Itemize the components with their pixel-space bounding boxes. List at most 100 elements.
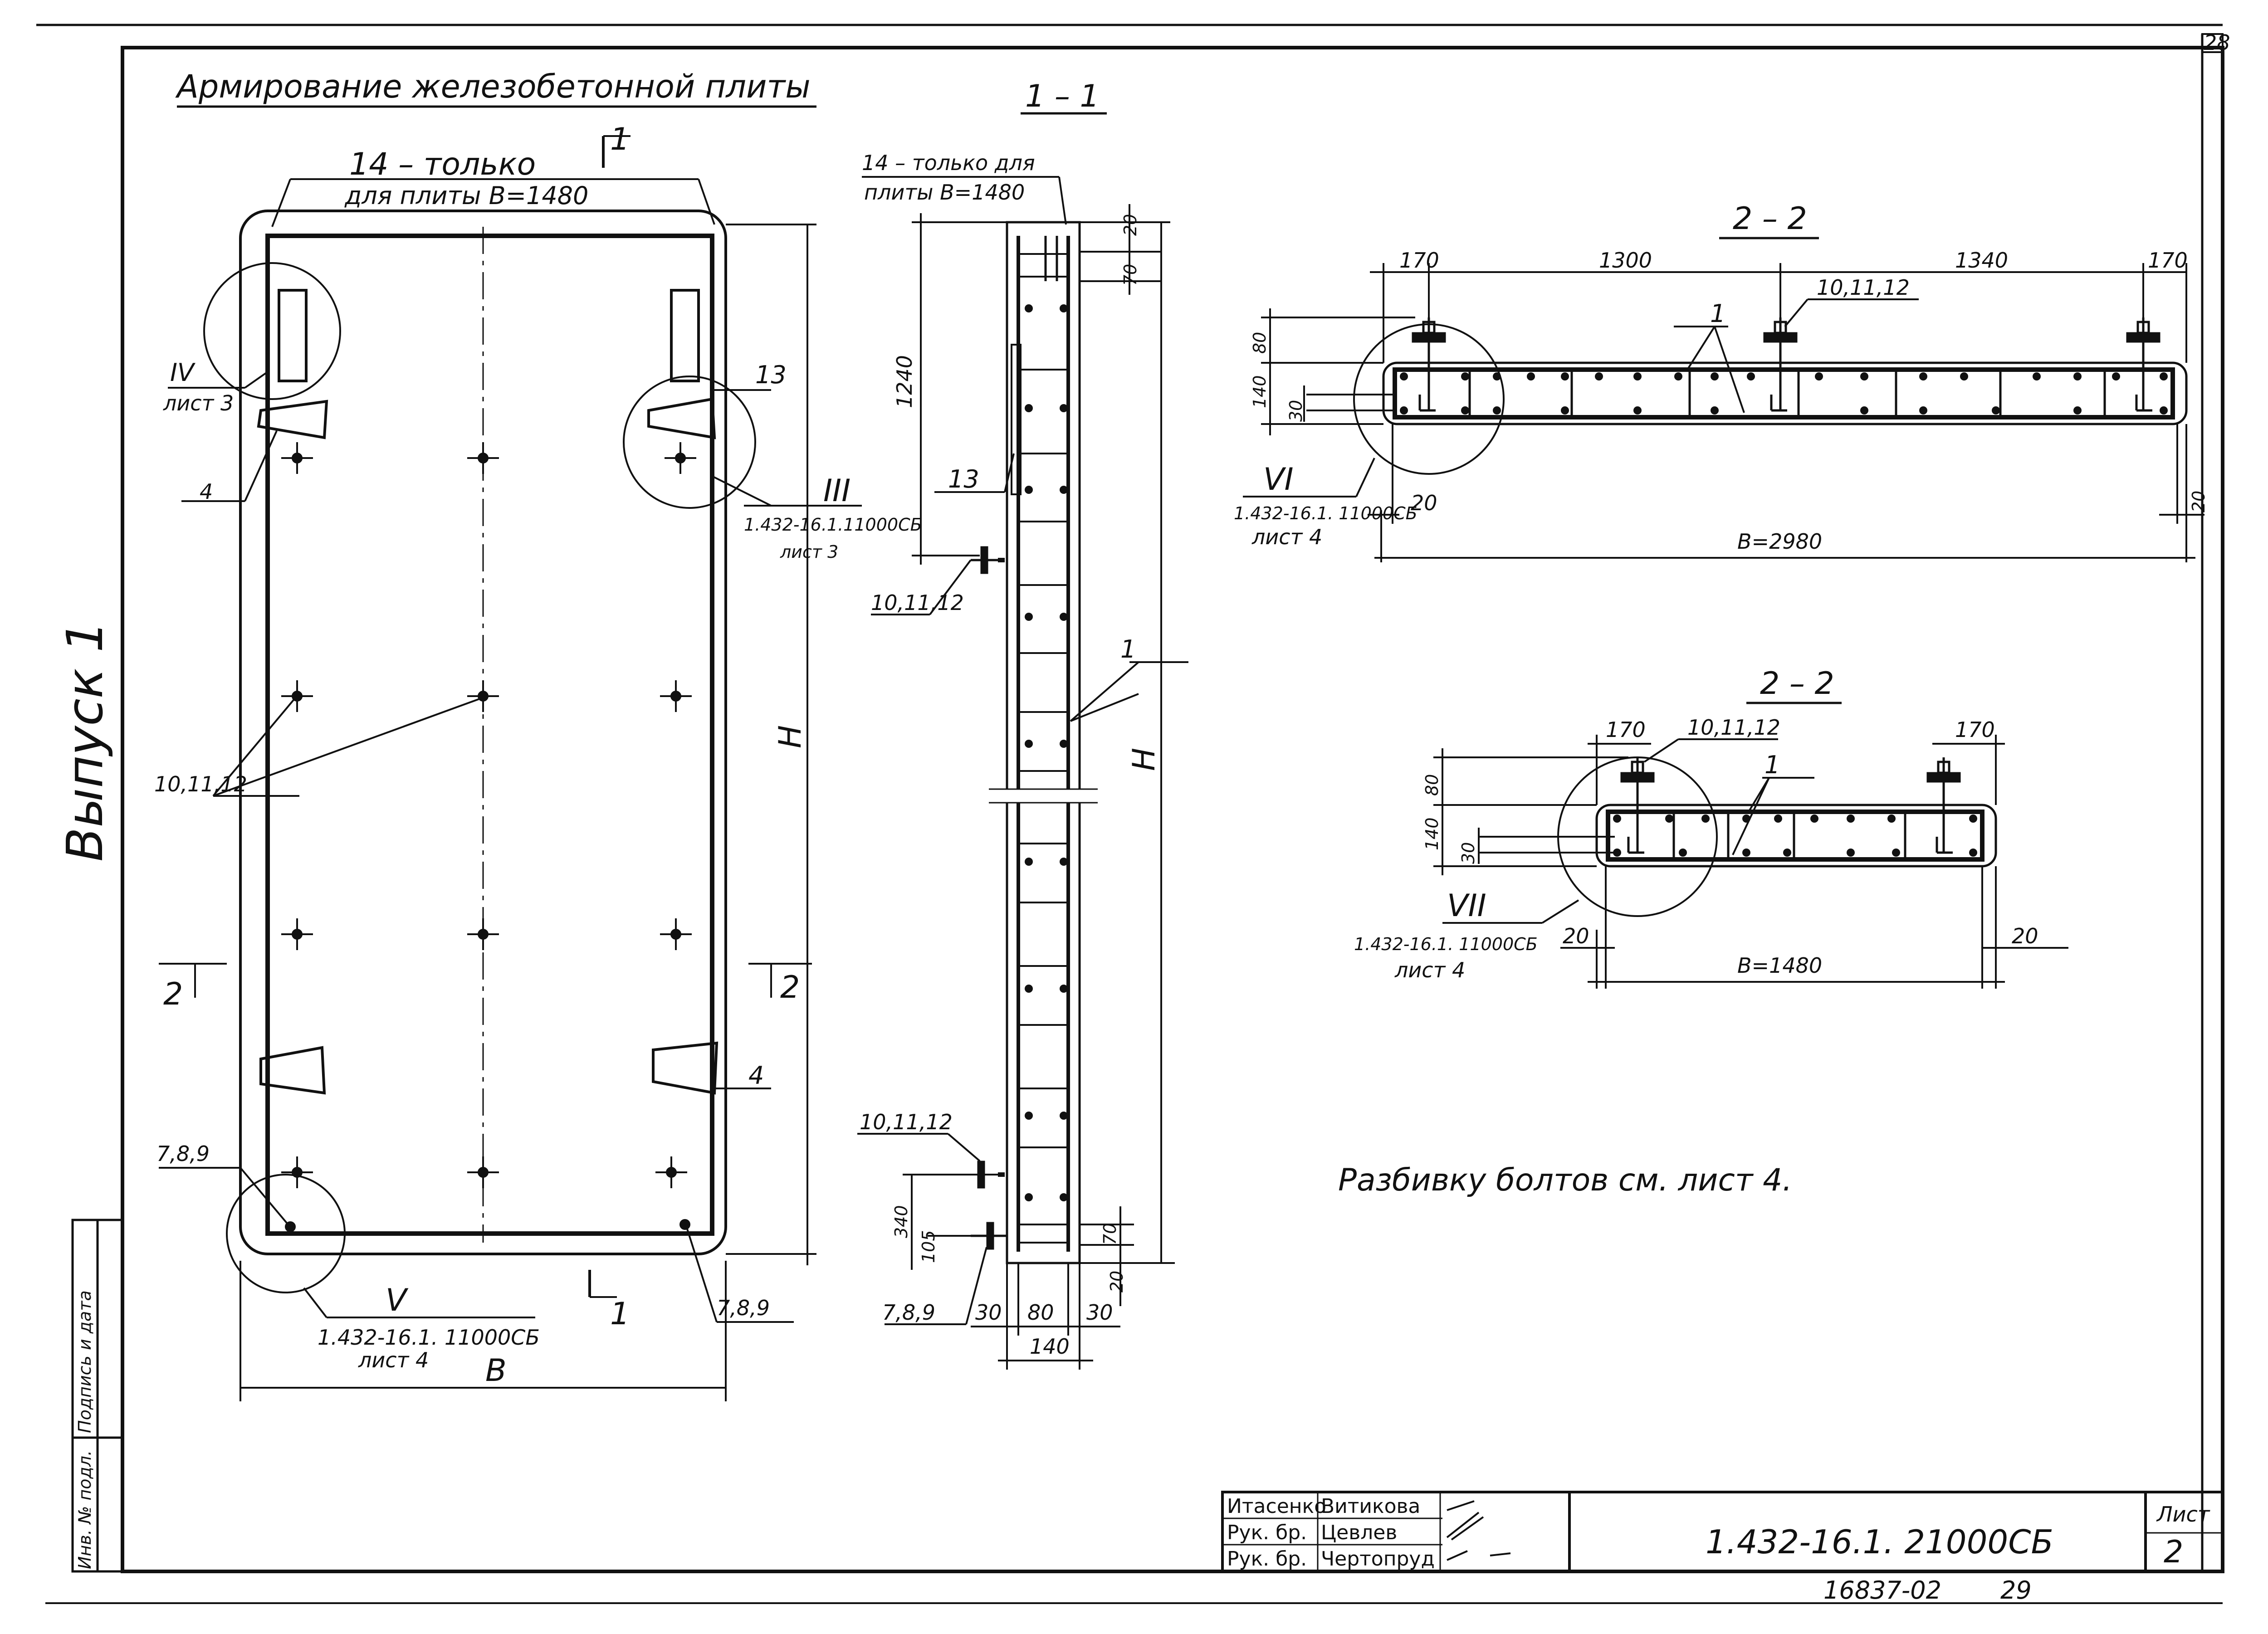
title-block xyxy=(1221,1491,2224,1573)
plan-dim-H: Н xyxy=(772,725,808,748)
sec22L-dim-20b: 20 xyxy=(2189,491,2209,512)
sec11-dim-105: 105 xyxy=(919,1230,938,1263)
section-2-2-small-dims xyxy=(1433,735,2068,989)
sec11-note-14: 14 – только для xyxy=(862,151,1035,175)
section-2-2-large-dots xyxy=(1400,372,2168,415)
section-2-2-large-label: 2 – 2 xyxy=(1733,201,1807,237)
sec22S-callout-VII: VII xyxy=(1447,888,1486,924)
sec22S-callout-VII-sheet: лист 4 xyxy=(1394,958,1465,982)
sec22S-pos-1: 1 xyxy=(1765,751,1780,779)
bolt-mark xyxy=(281,442,313,474)
side-issue-label: Выпуск 1 xyxy=(56,621,114,862)
section-1-1-dims xyxy=(857,176,1188,1370)
sec11-dim-20-bot: 20 xyxy=(1107,1271,1127,1293)
sec22L-dim-B: B=2980 xyxy=(1737,529,1822,554)
sec11-dim-1240: 1240 xyxy=(892,355,917,408)
section-1-1 xyxy=(903,221,1098,1264)
strip-inv-label: Инв. № подл. xyxy=(75,1450,95,1569)
plan-note-14-b: для плиты B=1480 xyxy=(344,181,588,210)
sec22L-dim-170a: 170 xyxy=(1399,248,1439,273)
sec11-dim-30a: 30 xyxy=(975,1300,1002,1325)
bolt-mark xyxy=(467,680,499,712)
bottom-archive-number: 16837-02 xyxy=(1823,1576,1941,1605)
plan-cut-1-bottom: 1 xyxy=(610,1296,630,1332)
bolt-mark xyxy=(679,1219,690,1230)
section-1-1-dots xyxy=(1025,304,1068,1201)
section-2-2-small-dots xyxy=(1613,815,1977,857)
tb-sheet-label: Лист xyxy=(2156,1502,2210,1527)
plan-pos-789b: 7,8,9 xyxy=(717,1296,770,1320)
tb-row3-name: Чертопруд xyxy=(1321,1547,1435,1571)
sec11-dim-30b: 30 xyxy=(1086,1300,1113,1325)
slab-outline xyxy=(239,210,727,1255)
sec22L-pos-1: 1 xyxy=(1710,299,1725,328)
section-2-2-large xyxy=(1353,323,2188,475)
bolt-mark xyxy=(660,918,692,950)
drawing-title: Армирование железобетонной плиты xyxy=(175,68,811,105)
bolt-mark xyxy=(467,1156,499,1188)
sec22L-dim-20a: 20 xyxy=(1411,491,1437,515)
rebar-cage xyxy=(265,234,714,1236)
section-2-2-small-bolts xyxy=(1620,757,1961,854)
bolt-mark xyxy=(281,1156,313,1188)
sheet-frame xyxy=(36,24,2224,1604)
plan-dim-B: В xyxy=(485,1353,507,1389)
sec11-pos-101112-b: 10,11,12 xyxy=(860,1110,953,1134)
sec22S-dim-20a: 20 xyxy=(1563,924,1589,948)
sec22S-dim-20b: 20 xyxy=(2012,924,2038,948)
tb-row2-role: Рук. бр. xyxy=(1227,1521,1307,1544)
section-2-2-large-dims xyxy=(1243,263,2204,562)
sec22S-callout-VII-code: 1.432-16.1. 11000СБ xyxy=(1354,934,1538,954)
plan-view xyxy=(203,210,756,1293)
plan-callout-III: III xyxy=(823,473,850,509)
sheet-number-top: 28 xyxy=(2204,30,2230,55)
sec22L-dim-80: 80 xyxy=(1250,332,1270,354)
sec11-dim-20-top: 20 xyxy=(1120,214,1140,236)
plan-cut-1-top: 1 xyxy=(610,122,630,157)
sec22S-dim-170a: 170 xyxy=(1606,717,1646,742)
bottom-page-number: 29 xyxy=(2000,1576,2032,1605)
plan-callout-IV: IV xyxy=(170,358,196,387)
plan-pos-789a: 7,8,9 xyxy=(156,1141,210,1166)
left-strip xyxy=(71,1219,124,1573)
sec22S-pos-101112: 10,11,12 xyxy=(1687,715,1780,740)
plan-pos-13: 13 xyxy=(755,361,787,389)
slab-section xyxy=(1595,804,1997,868)
tb-sheet-number: 2 xyxy=(2164,1534,2183,1570)
sec11-dim-H: Н xyxy=(1126,748,1162,771)
bolt-mark xyxy=(467,442,499,474)
sec11-dim-340: 340 xyxy=(891,1205,911,1238)
sec22L-pos-101112: 10,11,12 xyxy=(1817,275,1910,300)
plan-pos-4a: 4 xyxy=(200,479,213,504)
sec22L-callout-VI-sheet: лист 4 xyxy=(1251,525,1322,549)
plan-callout-V: V xyxy=(386,1283,409,1318)
sec11-dim-70-top: 70 xyxy=(1120,264,1140,286)
tb-document-code: 1.432-16.1. 21000СБ xyxy=(1706,1523,2053,1561)
slab-section xyxy=(1382,361,2188,425)
sec22S-dim-30: 30 xyxy=(1458,842,1478,864)
plan-cut-2-right: 2 xyxy=(780,970,800,1005)
plan-callout-IV-sheet: лист 3 xyxy=(163,391,234,415)
sec22S-dim-170b: 170 xyxy=(1955,717,1995,742)
sec11-dim-70-bot: 70 xyxy=(1100,1223,1120,1245)
sec11-pos-789: 7,8,9 xyxy=(882,1300,935,1325)
plan-callout-V-sheet: лист 4 xyxy=(358,1348,429,1372)
bolt-mark xyxy=(660,680,692,712)
sec22L-dim-170b: 170 xyxy=(2148,248,2188,273)
sec22L-dim-1300: 1300 xyxy=(1599,248,1652,273)
sec22S-dim-80: 80 xyxy=(1422,774,1442,796)
section-outline xyxy=(1006,221,1081,1264)
plan-pos-4b: 4 xyxy=(748,1061,764,1090)
tb-row2-name: Цевлев xyxy=(1321,1521,1397,1544)
sec22S-dim-140: 140 xyxy=(1422,817,1442,850)
plan-note-14: 14 – только xyxy=(349,146,536,182)
sec11-pos-1: 1 xyxy=(1120,635,1136,663)
sec22L-dim-140: 140 xyxy=(1250,375,1270,408)
sec22L-callout-VI: VI xyxy=(1263,462,1294,498)
plan-callout-III-code: 1.432-16.1.11000СБ xyxy=(744,515,922,535)
bolt-mark xyxy=(467,918,499,950)
section-1-1-label: 1 – 1 xyxy=(1025,78,1100,114)
bolt-layout-note: Разбивку болтов см. лист 4. xyxy=(1338,1162,1792,1198)
sec11-dim-80: 80 xyxy=(1027,1300,1054,1325)
